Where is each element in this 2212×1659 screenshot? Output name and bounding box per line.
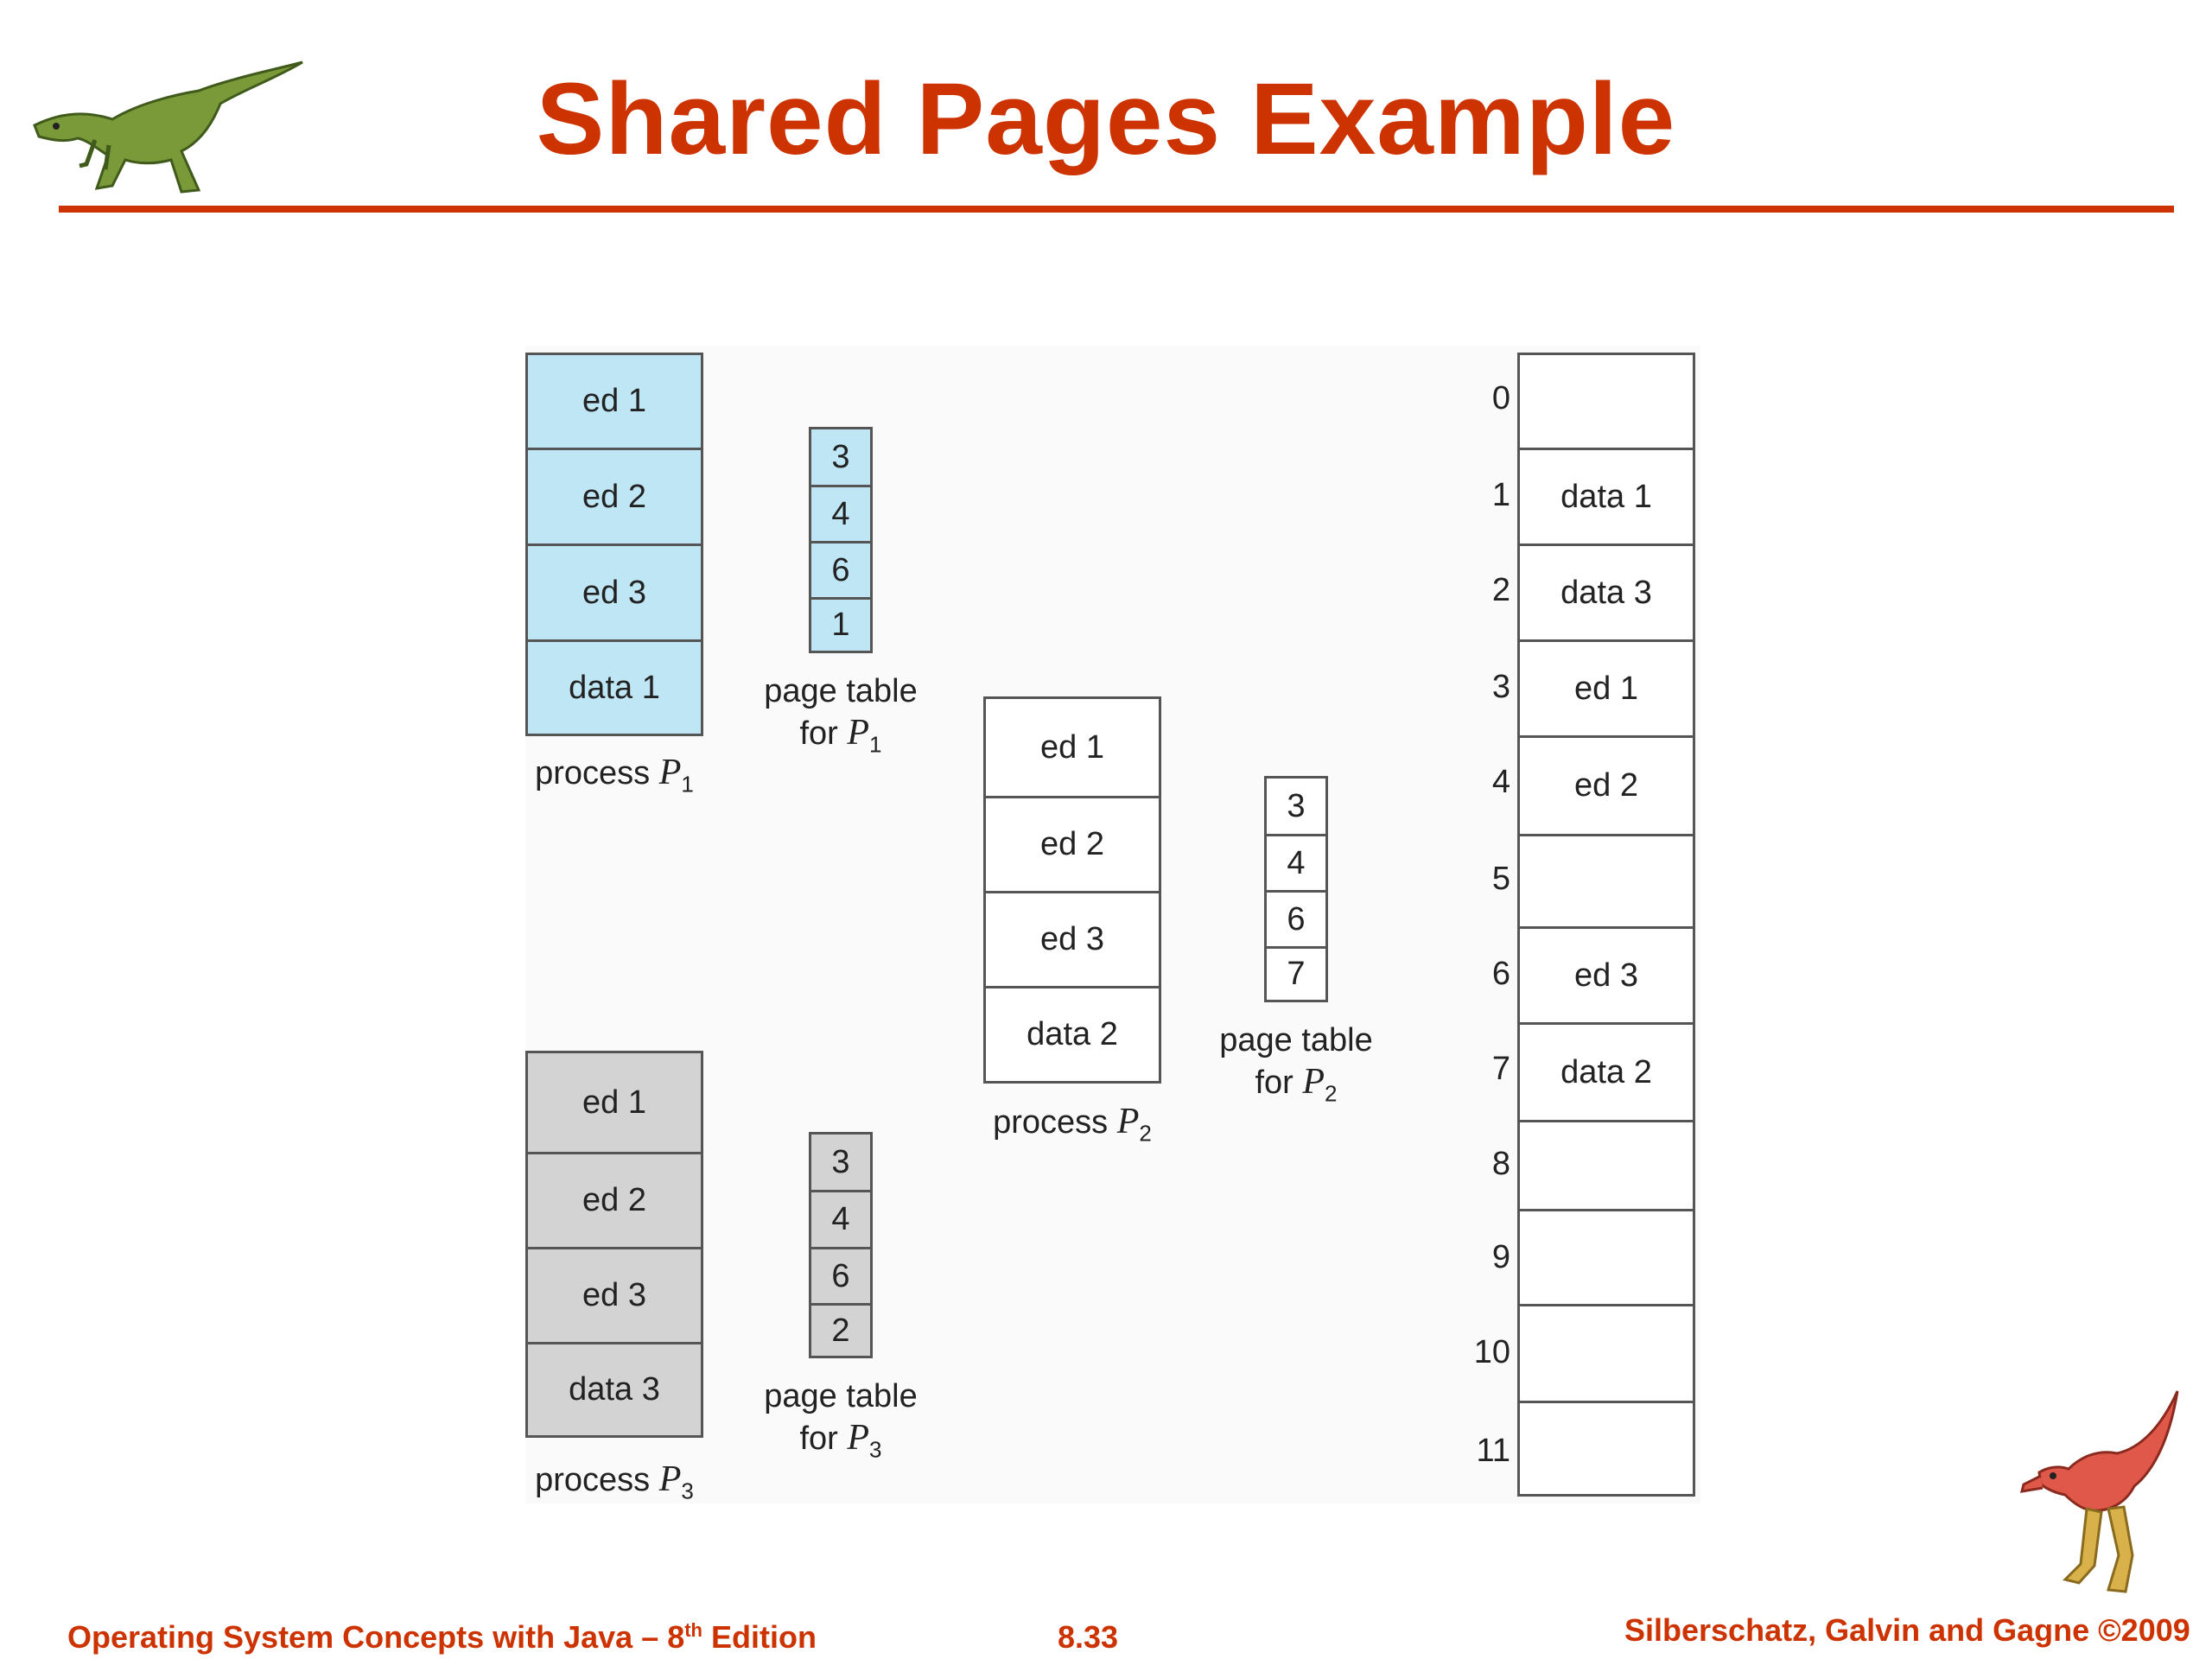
process-p2-pages: ed 1 ed 2 ed 3 data 2 <box>983 696 1161 1084</box>
p1-page-3: data 1 <box>528 639 701 734</box>
pt1-sub: 1 <box>869 731 882 758</box>
frame-number-0: 0 <box>1491 380 1510 416</box>
pt1-entry-0: 3 <box>831 438 850 475</box>
process-p2-caption-text: process <box>993 1104 1117 1141</box>
footer-book-title-tail: Edition <box>702 1619 817 1655</box>
process-p2-sub: 2 <box>1139 1120 1152 1147</box>
frame-11 <box>1520 1401 1693 1494</box>
footer-book-title: Operating System Concepts with Java – 8 <box>67 1619 685 1655</box>
process-p1-caption-text: process <box>535 755 659 791</box>
pt2-entry-3: 7 <box>1267 946 1325 1000</box>
pt1-caption-line2-row: for P1 <box>799 713 882 758</box>
pt1-caption-line1: page table <box>764 673 918 709</box>
pt2-entry-2: 6 <box>1267 890 1325 946</box>
process-p1-pages: ed 1 ed 2 ed 3 data 1 <box>525 353 703 736</box>
pt3-entry-0: 3 <box>831 1143 850 1180</box>
frame-6: ed 3 <box>1520 926 1693 1022</box>
frame-number-5: 5 <box>1491 861 1510 897</box>
frame-number-1: 1 <box>1491 477 1510 513</box>
page-table-p2-caption: page table for P2 <box>1190 1020 1402 1114</box>
page-table-p2: 3 4 6 7 <box>1264 776 1328 1002</box>
pt1-entry-3: 1 <box>811 597 870 651</box>
frame-10 <box>1520 1304 1693 1401</box>
pt2-caption-line2-row: for P2 <box>1255 1062 1338 1107</box>
pt3-entry-3: 2 <box>811 1303 870 1356</box>
p2-page-0: ed 1 <box>1040 728 1104 766</box>
process-p1-caption: process P1 <box>535 753 694 798</box>
frame-1: data 1 <box>1520 448 1693 543</box>
p3-page-3: data 3 <box>528 1342 701 1435</box>
frame-9 <box>1520 1209 1693 1304</box>
pt2-entry-1: 4 <box>1267 834 1325 890</box>
frame-2: data 3 <box>1520 543 1693 639</box>
frame-number-8: 8 <box>1491 1146 1510 1182</box>
p1-page-0: ed 1 <box>582 383 646 419</box>
frame-number-11: 11 <box>1476 1433 1510 1469</box>
footer-copyright: Silberschatz, Galvin and Gagne ©2009 <box>1624 1612 2190 1648</box>
pt3-entry-2: 6 <box>811 1247 870 1303</box>
p3-page-2: ed 3 <box>528 1247 701 1342</box>
page-table-p3: 3 4 6 2 <box>809 1132 873 1358</box>
page-table-p3-caption: page table for P3 <box>734 1376 947 1470</box>
pt3-caption-line1: page table <box>764 1378 918 1414</box>
dinosaur-logo-icon <box>33 60 303 194</box>
frame-number-7: 7 <box>1491 1051 1510 1087</box>
frame-4: ed 2 <box>1520 735 1693 834</box>
title-divider <box>59 206 2174 213</box>
p3-page-0: ed 1 <box>582 1084 646 1121</box>
process-p1-sub: 1 <box>681 771 694 798</box>
frame-number-4: 4 <box>1491 764 1510 800</box>
pt3-caption-line2: for <box>799 1421 848 1457</box>
pt1-entry-2: 6 <box>811 541 870 597</box>
p2-page-2: ed 3 <box>986 891 1159 986</box>
frame-number-10: 10 <box>1473 1334 1510 1370</box>
pt2-caption-line2: for <box>1255 1065 1303 1101</box>
physical-memory: data 1 data 3 ed 1 ed 2 ed 3 data 2 <box>1517 353 1695 1497</box>
pt2-entry-0: 3 <box>1287 787 1306 824</box>
red-dinosaur-icon <box>2019 1390 2179 1593</box>
page-table-p1-caption: page table for P1 <box>734 671 947 765</box>
pt2-sub: 2 <box>1325 1080 1338 1107</box>
frame-0 <box>1520 355 1693 448</box>
frame-8 <box>1520 1120 1693 1209</box>
frame-number-3: 3 <box>1491 669 1510 705</box>
footer-slide-number: 8.33 <box>1058 1619 1119 1655</box>
frame-number-6: 6 <box>1491 956 1510 992</box>
process-p3-caption: process P3 <box>535 1459 694 1504</box>
p2-page-3: data 2 <box>986 986 1159 1081</box>
process-p3-sub: 3 <box>681 1478 694 1504</box>
process-p3-caption-text: process <box>535 1462 659 1498</box>
frame-number-9: 9 <box>1491 1239 1510 1275</box>
p1-page-1: ed 2 <box>528 448 701 543</box>
slide-title: Shared Pages Example <box>536 62 1676 176</box>
page-table-p1: 3 4 6 1 <box>809 427 873 653</box>
frame-5 <box>1520 834 1693 926</box>
frame-number-2: 2 <box>1491 572 1510 608</box>
frame-7: data 2 <box>1520 1022 1693 1120</box>
p3-page-1: ed 2 <box>528 1152 701 1247</box>
pt3-caption-line2-row: for P3 <box>799 1418 882 1463</box>
pt2-caption-line1: page table <box>1219 1022 1373 1058</box>
pt3-entry-1: 4 <box>811 1190 870 1247</box>
pt1-caption-line2: for <box>799 715 848 752</box>
process-p2-caption: process P2 <box>993 1102 1152 1147</box>
pt3-sub: 3 <box>869 1436 882 1463</box>
p2-page-1: ed 2 <box>986 796 1159 891</box>
footer-edition-sup: th <box>684 1619 702 1641</box>
pt1-entry-1: 4 <box>811 485 870 541</box>
footer-left: Operating System Concepts with Java – 8t… <box>67 1619 817 1656</box>
p1-page-2: ed 3 <box>528 543 701 639</box>
process-p3-pages: ed 1 ed 2 ed 3 data 3 <box>525 1051 703 1438</box>
frame-3: ed 1 <box>1520 639 1693 735</box>
